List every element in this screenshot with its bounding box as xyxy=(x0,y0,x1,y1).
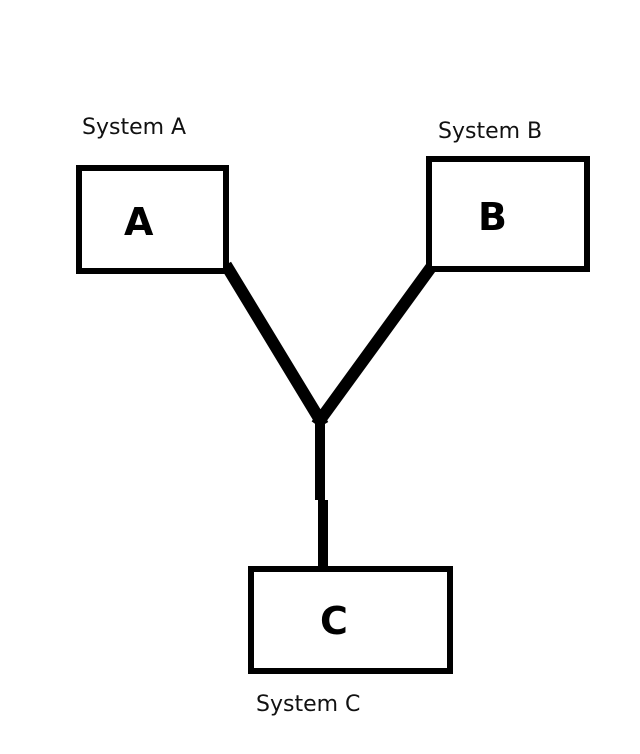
caption-system-c: System C xyxy=(256,692,361,717)
caption-system-b: System B xyxy=(438,119,543,144)
edge-a-to-junction xyxy=(220,261,329,429)
caption-system-a: System A xyxy=(82,115,187,140)
edge-b-to-junction xyxy=(311,257,441,429)
node-box-c: C xyxy=(248,566,453,674)
junction-point xyxy=(314,414,326,426)
node-box-b: B xyxy=(426,156,590,272)
node-letter-c: C xyxy=(320,599,348,643)
node-letter-b: B xyxy=(478,195,507,239)
node-letter-a: A xyxy=(124,200,154,244)
node-box-a: A xyxy=(76,165,229,274)
